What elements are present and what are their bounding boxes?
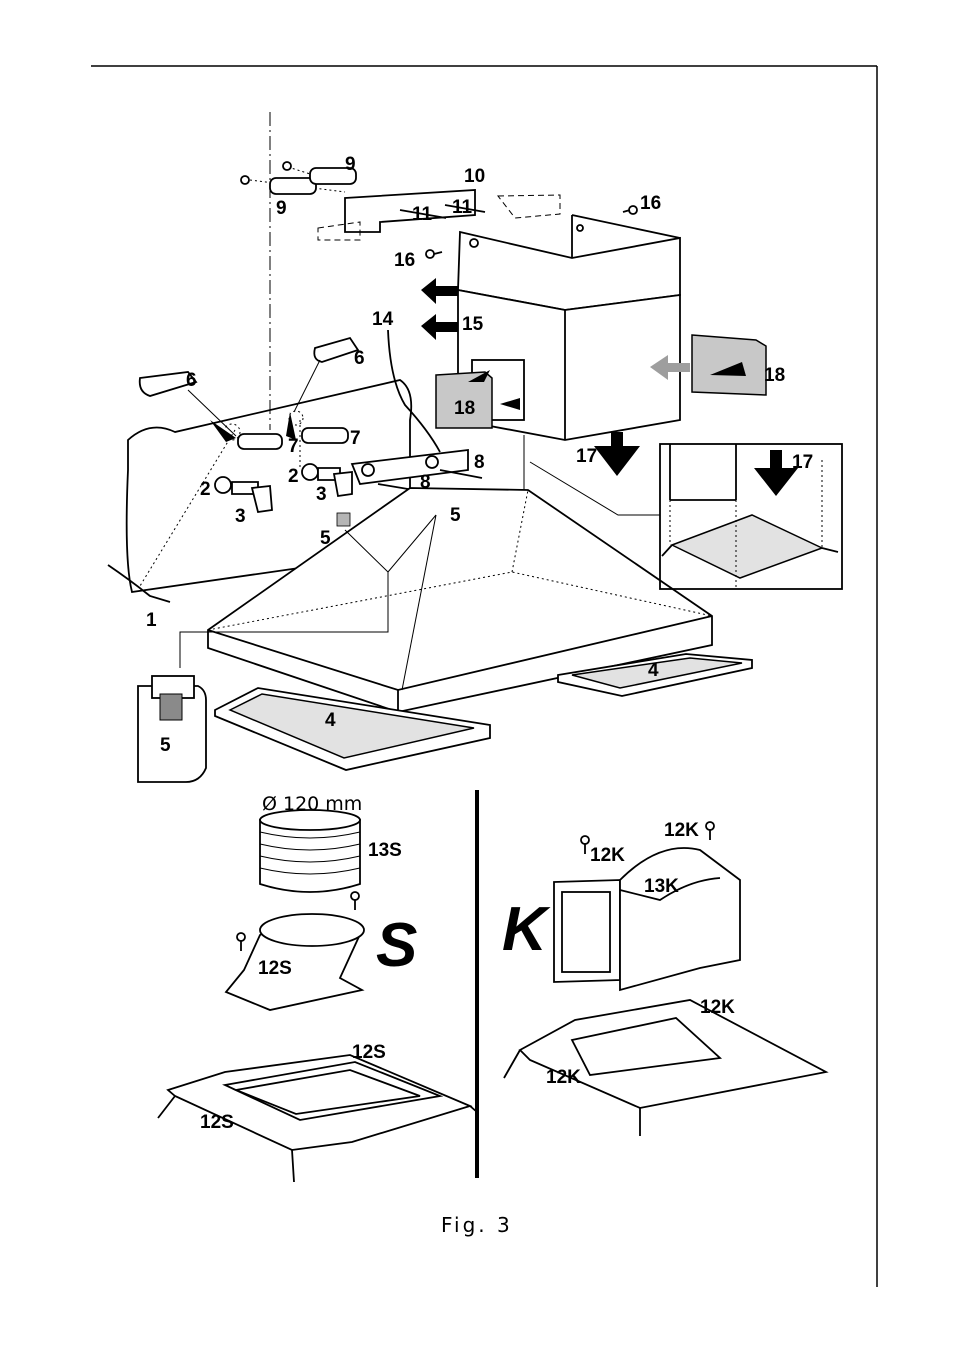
callout-16: 16 [394, 250, 415, 271]
callout-2: 2 [200, 479, 211, 500]
callout-7: 7 [350, 428, 361, 449]
power-cable [387, 329, 441, 453]
wall-plug-icon [240, 161, 357, 195]
leader-lines [179, 461, 660, 691]
callout-9: 9 [345, 154, 356, 175]
clip-detail-inset [137, 675, 207, 783]
callout-5: 5 [320, 528, 331, 549]
callout-14: 14 [372, 309, 394, 330]
screw-icon [236, 205, 715, 951]
callout-12s: 12S [200, 1112, 234, 1133]
callout-12k: 12K [590, 845, 625, 866]
grease-filter-4 [214, 653, 753, 771]
callout-12k: 12K [664, 820, 699, 841]
callout-11: 11 [412, 204, 433, 225]
callout-8: 8 [420, 472, 431, 493]
callout-13k: 13K [644, 876, 679, 897]
callout-2: 2 [288, 466, 299, 487]
callout-9: 9 [276, 198, 287, 219]
hand-drill-icon [138, 336, 360, 441]
filter-panel-18 [435, 334, 767, 429]
arrow-icon [210, 278, 798, 496]
callout-7: 7 [288, 436, 299, 457]
callout-3: 3 [316, 484, 327, 505]
hook-part [214, 463, 353, 514]
page-frame [91, 65, 878, 1287]
callout-18: 18 [454, 398, 475, 419]
callout-12k: 12K [700, 997, 735, 1018]
callout-12k: 12K [546, 1067, 581, 1088]
callout-5: 5 [450, 505, 461, 526]
duct-k-variant [503, 847, 829, 1136]
callout-1: 1 [146, 610, 157, 631]
hood-canopy [207, 435, 713, 713]
screw-icon [399, 204, 486, 219]
duct-diameter-label: Ø 120 mm [262, 793, 362, 815]
callout-10: 10 [464, 166, 485, 187]
callout-6: 6 [186, 370, 197, 391]
duct-detail-inset [659, 443, 843, 590]
callout-15: 15 [462, 314, 484, 335]
callout-17: 17 [576, 446, 597, 467]
callout-17: 17 [792, 452, 813, 473]
callout-4: 4 [648, 660, 659, 681]
callout-5: 5 [160, 735, 171, 756]
callout-labels: 1 2 2 3 3 4 4 5 5 5 6 6 7 7 8 8 9 9 10 1… [146, 154, 813, 1133]
callout-6: 6 [354, 348, 365, 369]
duct-s-variant [157, 809, 478, 1183]
callout-11: 11 [452, 197, 473, 218]
callout-16: 16 [640, 193, 661, 214]
callout-4: 4 [325, 710, 336, 731]
wall-plug-icon [237, 427, 349, 450]
callout-8: 8 [474, 452, 485, 473]
callout-12s: 12S [258, 958, 292, 979]
callout-18: 18 [764, 365, 785, 386]
wall [107, 379, 413, 603]
callout-13s: 13S [368, 840, 402, 861]
variant-k-letter: K [502, 895, 551, 964]
variant-s-letter: S [376, 911, 417, 980]
callout-12s: 12S [352, 1042, 386, 1063]
callout-3: 3 [235, 506, 246, 527]
figure-caption: Fig. 3 [441, 1213, 513, 1237]
